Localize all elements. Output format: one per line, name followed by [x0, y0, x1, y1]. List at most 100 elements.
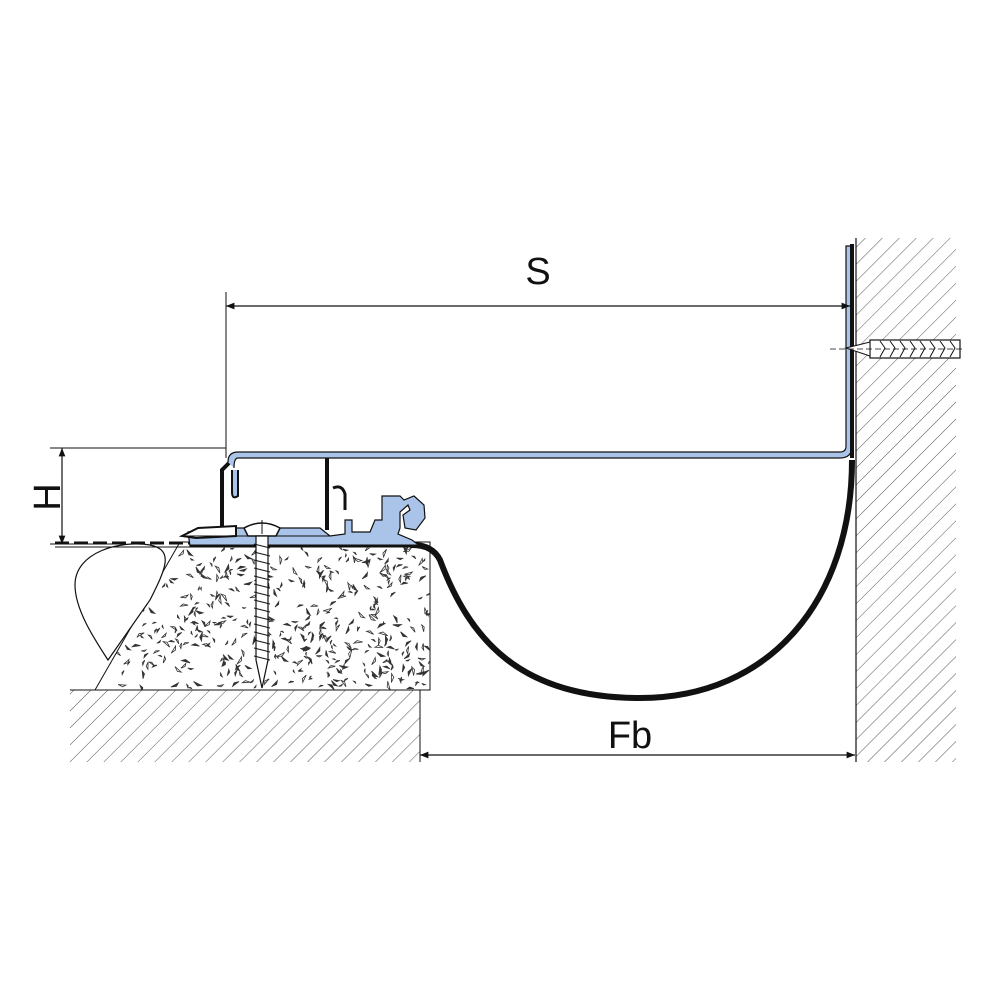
concrete-speck [327, 588, 335, 592]
concrete-speck [404, 571, 414, 576]
concrete-speck [346, 646, 354, 651]
concrete-speck [199, 634, 209, 638]
concrete-speck [369, 605, 372, 611]
concrete-speck [272, 643, 276, 652]
anchor-tooth [879, 340, 886, 358]
concrete-speck [179, 642, 182, 650]
concrete-speck [296, 604, 304, 608]
concrete-speck [332, 643, 338, 647]
profile-uprights [220, 455, 347, 536]
concrete-speck [396, 557, 405, 561]
concrete-speck [377, 557, 384, 561]
concrete-speck [193, 611, 196, 618]
concrete-speck [139, 684, 144, 690]
concrete-speck [174, 637, 180, 645]
screw-thread [253, 575, 271, 581]
dimension-label-h: H [27, 483, 69, 510]
concrete-speck [315, 570, 322, 578]
concrete-speck [219, 593, 228, 602]
concrete-speck [183, 616, 189, 621]
concrete-speck [326, 635, 332, 643]
concrete-speck [325, 650, 329, 659]
concrete-speck [308, 660, 311, 666]
concrete-speck [238, 671, 244, 678]
concrete-speck [336, 668, 343, 674]
concrete-speck [291, 621, 299, 624]
concrete-speck [398, 574, 402, 584]
concrete-speck [347, 581, 351, 591]
concrete-speck [240, 648, 245, 657]
concrete-speck [405, 658, 411, 662]
concrete-speck [401, 663, 406, 673]
concrete-speck [162, 654, 167, 664]
concrete-speck [373, 603, 376, 610]
concrete-speck [418, 661, 426, 668]
concrete-speck [180, 659, 191, 664]
concrete-speck [151, 621, 157, 625]
concrete-speck [292, 669, 296, 674]
concrete-speck [417, 596, 424, 600]
concrete-speck [327, 650, 337, 654]
concrete-speck [214, 565, 221, 574]
concrete-speck [366, 560, 371, 569]
concrete-speck [288, 635, 292, 642]
concrete-speck [321, 575, 326, 583]
concrete-speck [231, 637, 237, 646]
anchor-teeth [879, 340, 956, 358]
concrete-speck [199, 572, 207, 578]
concrete-speck [246, 619, 249, 626]
concrete-speck [365, 630, 374, 635]
screw-thread [253, 543, 271, 549]
concrete-speck [421, 566, 430, 570]
screw-thread [253, 599, 271, 605]
concrete-speck [303, 550, 309, 557]
dimension-label-s: S [525, 251, 550, 293]
backer-rod [74, 543, 166, 662]
concrete-speck [212, 622, 218, 624]
concrete-speck [216, 573, 219, 583]
concrete-speck [327, 671, 330, 678]
concrete-speck [325, 611, 331, 614]
concrete-speck [241, 680, 251, 684]
concrete-speck [342, 663, 346, 671]
concrete-speck [353, 557, 364, 563]
concrete-speck [224, 639, 229, 646]
concrete-speck [298, 670, 304, 673]
concrete-speck [186, 549, 194, 557]
concrete-speck [309, 604, 319, 607]
concrete-speck [400, 631, 409, 638]
concrete-speck [407, 667, 413, 678]
concrete-speck [227, 654, 235, 661]
concrete-speck [224, 602, 230, 607]
concrete-speck [190, 630, 193, 636]
cover-plate [227, 244, 854, 469]
concrete-speck [342, 548, 350, 552]
concrete-speck [411, 665, 416, 676]
concrete-speck [194, 602, 200, 606]
anchor-tooth [949, 340, 956, 358]
concrete-speck [170, 577, 179, 581]
concrete-speck [334, 569, 340, 575]
concrete-speck [352, 640, 363, 644]
concrete-speck [228, 569, 233, 572]
concrete-speck [189, 620, 199, 624]
dimension-fb: Fb [420, 715, 855, 759]
concrete-speck [303, 655, 311, 659]
concrete-speck [287, 680, 294, 684]
anchor-tooth [889, 340, 896, 358]
screw-thread [253, 647, 271, 653]
concrete-speck [363, 668, 366, 674]
concrete-speck [415, 682, 418, 687]
concrete-speck [168, 579, 175, 584]
concrete-speck [368, 614, 377, 622]
concrete-speck [390, 591, 396, 598]
concrete-speck [276, 651, 286, 657]
concrete-speck [244, 665, 253, 670]
screw-thread [253, 583, 271, 589]
concrete-speck [170, 644, 176, 654]
concrete-speck [318, 628, 322, 638]
concrete-speck [364, 673, 370, 679]
concrete-speck [197, 585, 200, 591]
screw-thread [253, 559, 271, 565]
concrete-speck [418, 557, 424, 566]
